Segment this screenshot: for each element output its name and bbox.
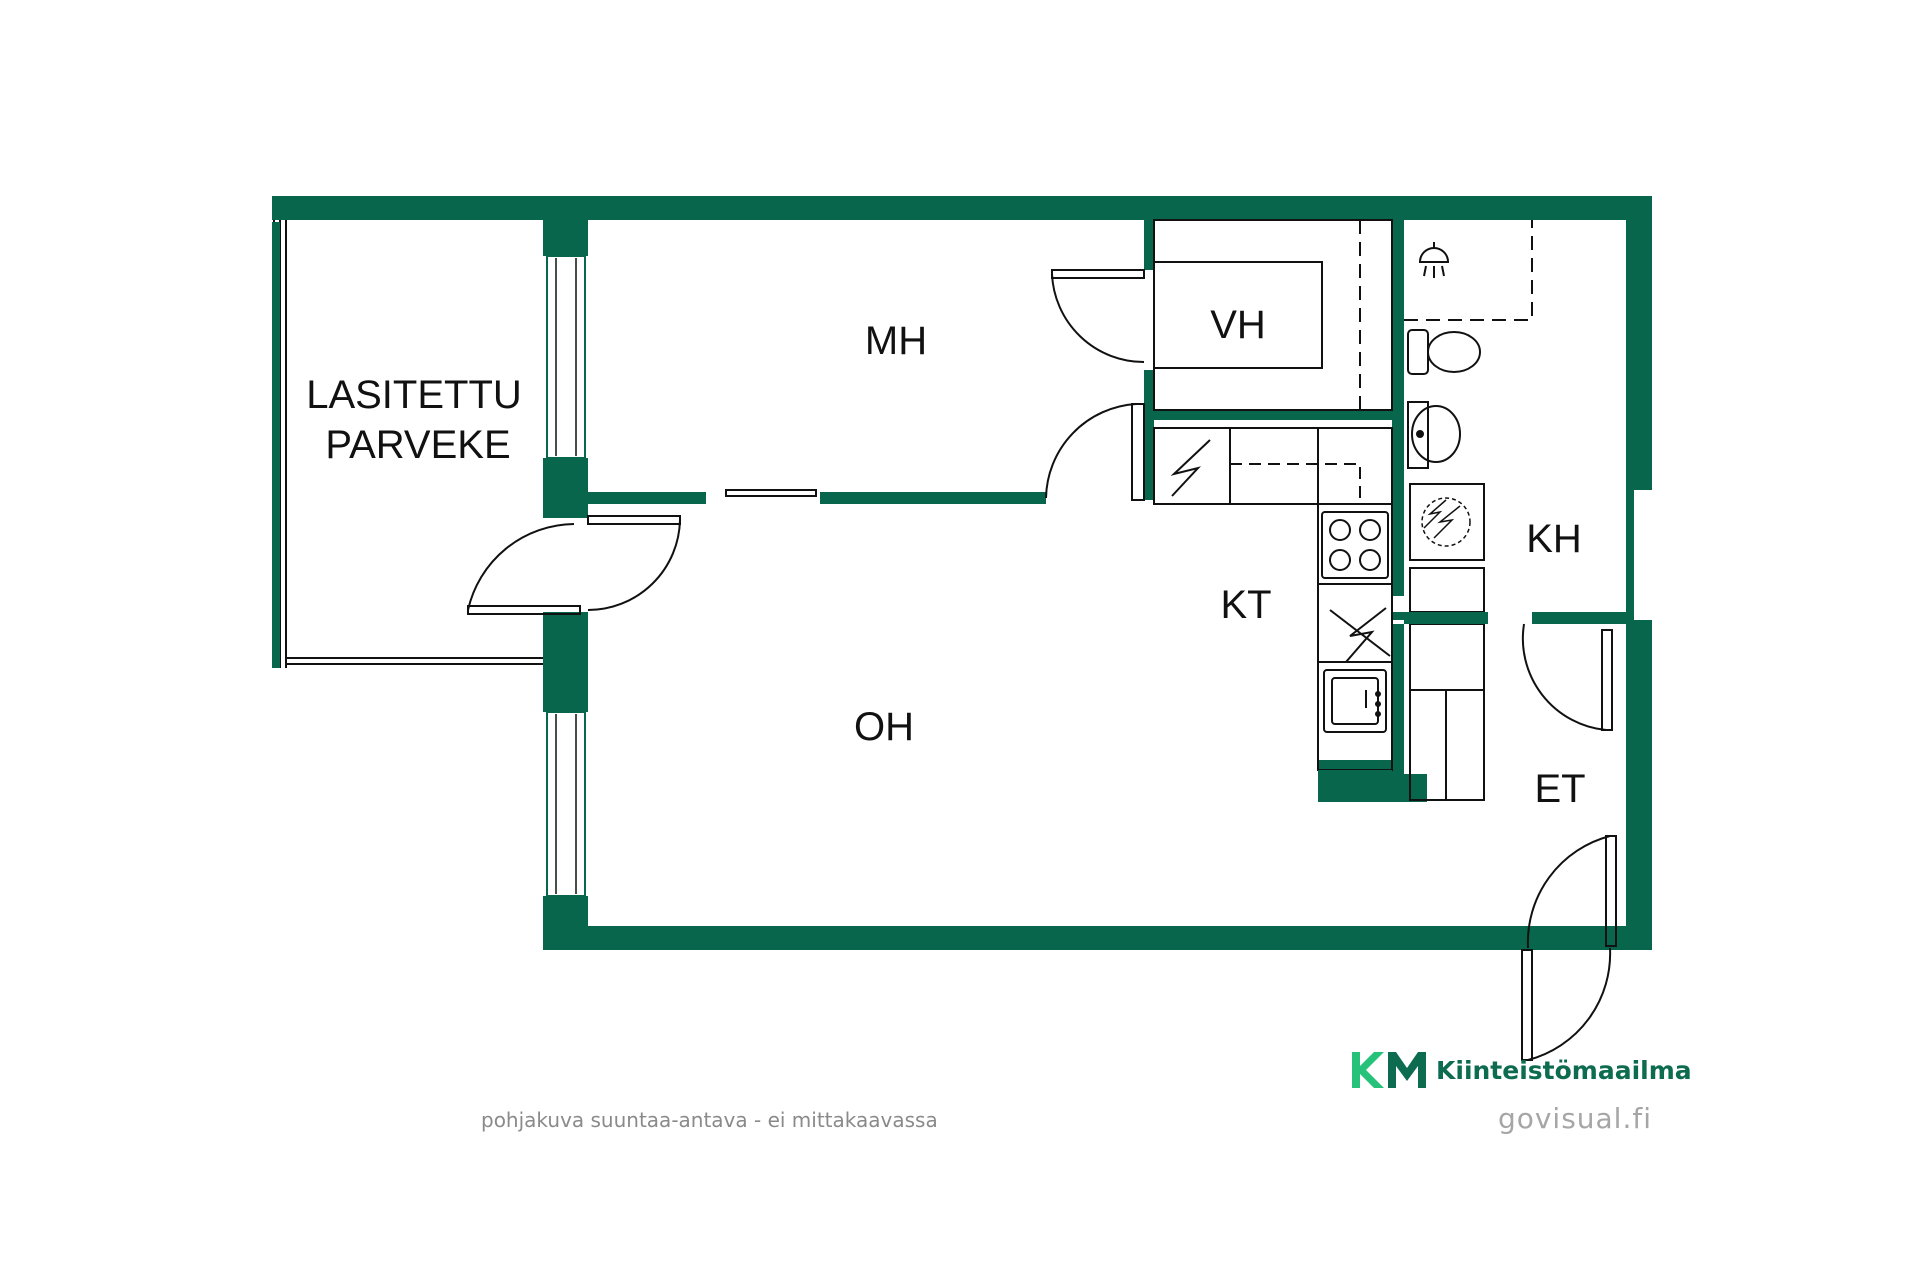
label-living: OH [854,705,914,749]
window-mullions [555,258,577,894]
label-hall: ET [1534,767,1585,811]
hall-walls [1404,490,1652,624]
bathroom-fixtures [1404,220,1533,801]
shower-icon [1418,242,1450,278]
credit-text: govisual.fi [1497,1102,1652,1135]
label-bedroom: MH [865,319,927,363]
exterior-walls [272,196,1652,950]
wardrobe-fixtures [1153,219,1393,411]
km-logo-mark [1352,1052,1426,1088]
label-balcony-line1: LASITETTU [306,373,522,417]
windows [546,255,586,897]
label-wardrobe: VH [1210,303,1266,347]
washbasin-icon [1407,401,1461,469]
stove-icon [1321,511,1389,579]
disclaimer-text: pohjakuva suuntaa-antava - ei mittakaava… [481,1108,938,1132]
kitchen-counters [1153,427,1393,800]
appliance-icon [1329,607,1391,663]
label-kitchen: KT [1220,583,1271,627]
brand-name: Kiinteistömaailma [1436,1055,1692,1085]
floor-drain-icon [1421,497,1471,547]
brand-logo: Kiinteistömaailma [1350,1050,1692,1090]
power-outlet-icon [1170,439,1211,497]
interior-walls [588,220,1626,802]
doors [467,269,1617,1061]
toilet-icon [1407,329,1481,375]
label-bathroom: KH [1526,517,1582,561]
label-balcony-line2: PARVEKE [325,423,510,467]
sink-icon [1323,669,1387,733]
balcony-glazing [272,220,543,668]
